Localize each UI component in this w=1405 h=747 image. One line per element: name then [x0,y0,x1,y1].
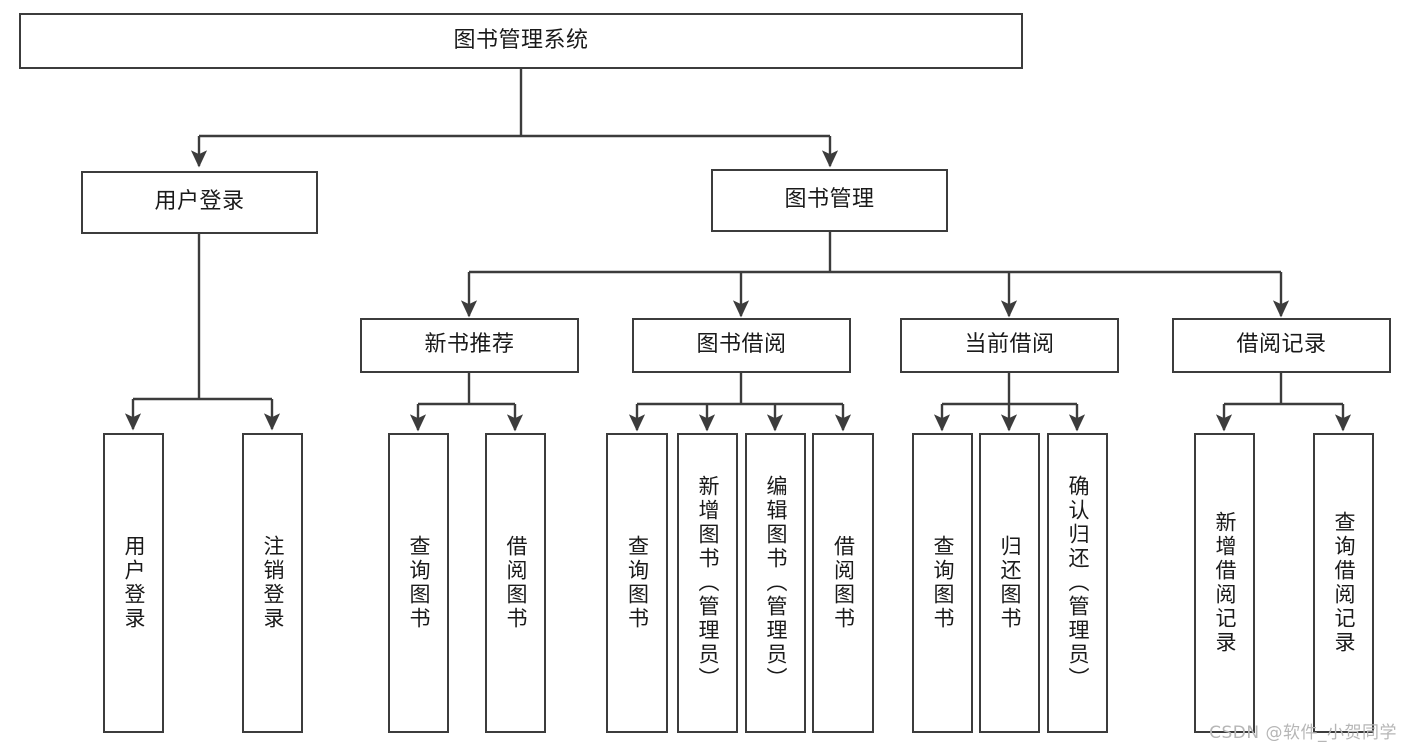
leaf-borrow-book-1-label: 借阅图书 [504,535,528,631]
leaf-query-book-3[interactable]: 查询图书 [912,433,973,733]
csdn-watermark: CSDN @软件_小贺同学 [1209,723,1397,743]
node-user-login-label: 用户登录 [154,189,245,215]
leaf-add-record[interactable]: 新增借阅记录 [1194,433,1255,733]
leaf-borrow-book-1[interactable]: 借阅图书 [485,433,546,733]
leaf-user-logout-label: 注销登录 [261,535,285,631]
node-root[interactable]: 图书管理系统 [19,13,1023,69]
leaf-add-record-label: 新增借阅记录 [1213,511,1237,655]
leaf-edit-book-label: 编辑图书（管理员） [764,475,788,691]
node-borrow-record[interactable]: 借阅记录 [1172,318,1391,373]
node-book-manage[interactable]: 图书管理 [711,169,948,232]
leaf-return-book[interactable]: 归还图书 [979,433,1040,733]
leaf-query-record[interactable]: 查询借阅记录 [1313,433,1374,733]
node-current-borrow[interactable]: 当前借阅 [900,318,1119,373]
leaf-add-book-label: 新增图书（管理员） [696,475,720,691]
leaf-edit-book[interactable]: 编辑图书（管理员） [745,433,806,733]
leaf-borrow-book-2-label: 借阅图书 [831,535,856,631]
node-book-borrow-label: 图书借阅 [696,332,787,358]
node-user-login[interactable]: 用户登录 [81,171,318,234]
node-borrow-record-label: 借阅记录 [1236,332,1327,358]
leaf-borrow-book-2[interactable]: 借阅图书 [812,433,874,733]
leaf-return-book-label: 归还图书 [998,535,1022,631]
leaf-query-book-2[interactable]: 查询图书 [606,433,668,733]
leaf-confirm-return[interactable]: 确认归还（管理员） [1047,433,1108,733]
leaf-user-logout[interactable]: 注销登录 [242,433,303,733]
node-new-book-recommend-label: 新书推荐 [424,332,515,358]
node-root-label: 图书管理系统 [453,27,589,53]
leaf-query-book-3-label: 查询图书 [931,535,955,631]
leaf-confirm-return-label: 确认归还（管理员） [1066,475,1090,691]
node-book-borrow[interactable]: 图书借阅 [632,318,851,373]
leaf-user-login[interactable]: 用户登录 [103,433,164,733]
node-new-book-recommend[interactable]: 新书推荐 [360,318,579,373]
leaf-query-book-2-label: 查询图书 [625,535,650,631]
node-current-borrow-label: 当前借阅 [964,332,1055,358]
leaf-query-book-1-label: 查询图书 [407,535,431,631]
leaf-add-book[interactable]: 新增图书（管理员） [677,433,738,733]
leaf-query-record-label: 查询借阅记录 [1332,511,1356,655]
node-book-manage-label: 图书管理 [784,187,875,213]
leaf-query-book-1[interactable]: 查询图书 [388,433,449,733]
leaf-user-login-label: 用户登录 [122,535,146,631]
